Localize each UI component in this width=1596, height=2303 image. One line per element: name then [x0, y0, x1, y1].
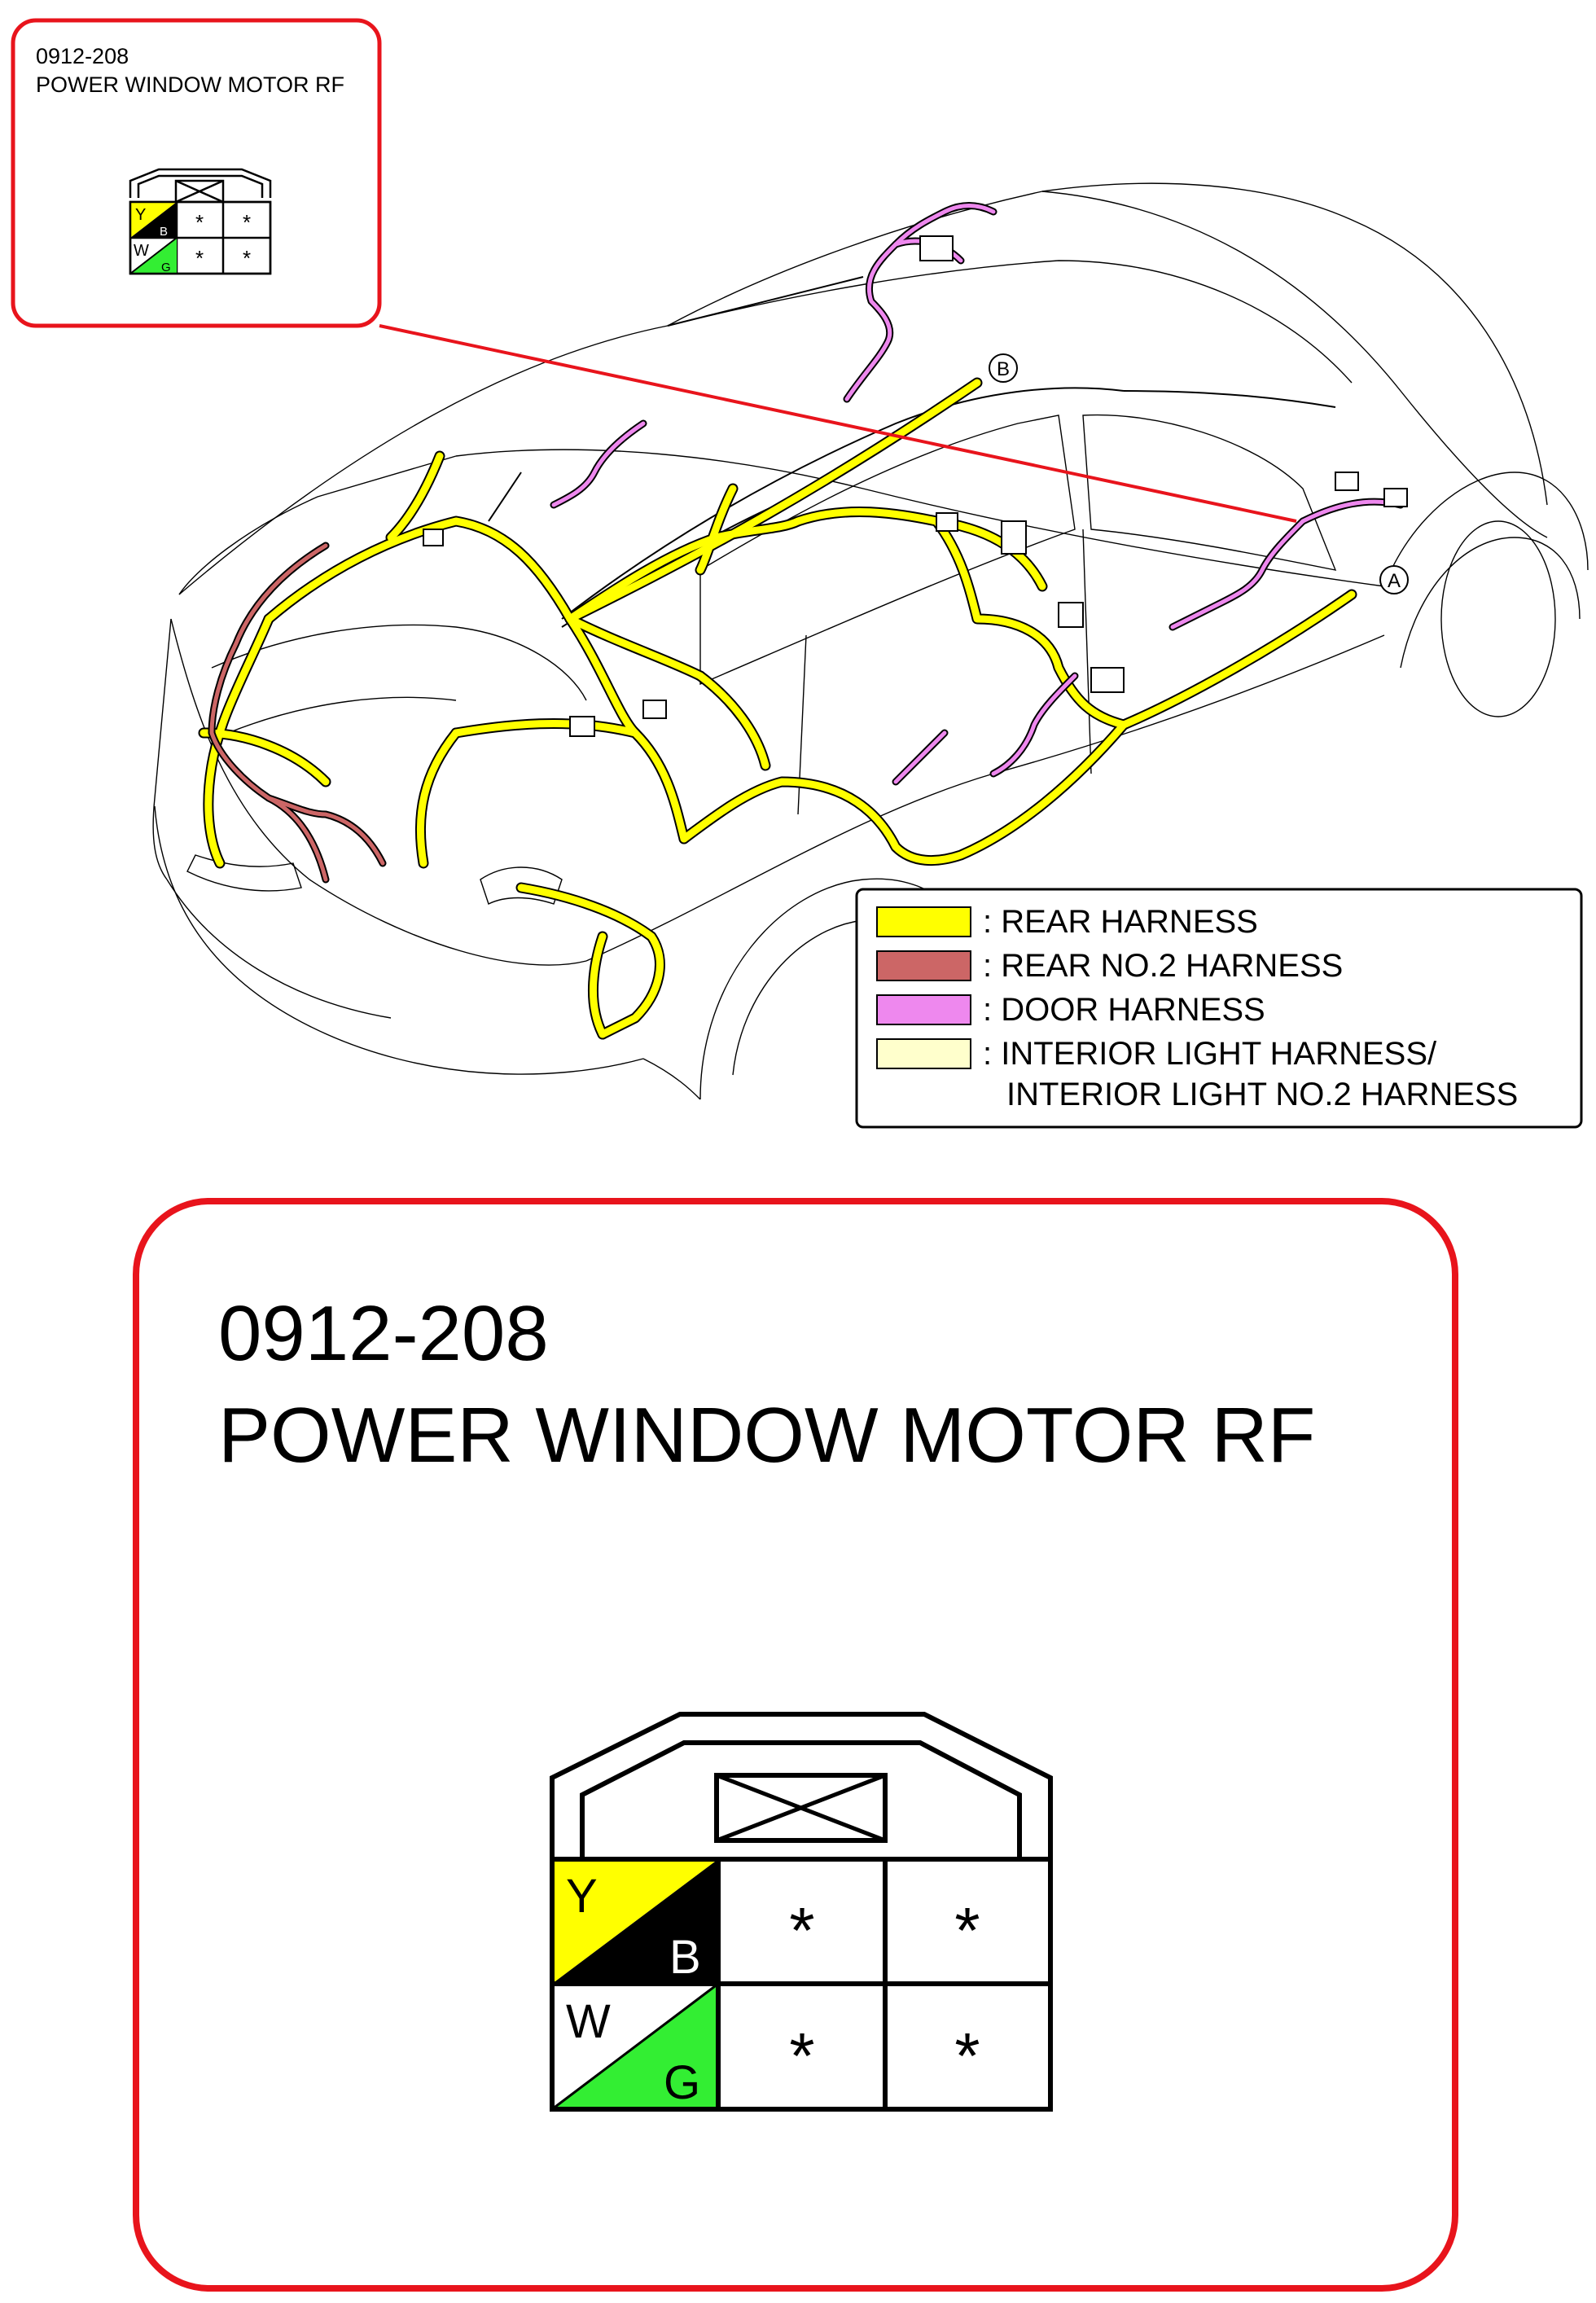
point-b: B	[989, 353, 1018, 383]
svg-text:: REAR HARNESS: : REAR HARNESS	[983, 904, 1258, 940]
svg-text:*: *	[195, 210, 204, 235]
connector-diagram: Y B W G * * * *	[550, 1712, 1053, 2112]
svg-text:A: A	[1388, 570, 1401, 592]
callout-large-name: POWER WINDOW MOTOR RF	[218, 1392, 1315, 1479]
svg-text:: DOOR HARNESS: : DOOR HARNESS	[983, 992, 1265, 1028]
svg-text:B: B	[160, 225, 168, 239]
legend-item-door-harness: : DOOR HARNESS	[876, 992, 1265, 1028]
callout-small: 0912-208 POWER WINDOW MOTOR RF Y B W G *…	[11, 18, 382, 328]
svg-text:*: *	[789, 2020, 814, 2092]
svg-text:*: *	[954, 1894, 980, 1967]
svg-text:B: B	[997, 358, 1010, 380]
pin-yellow-black: Y B	[552, 1859, 718, 1984]
legend-item-interior-light-harness: : INTERIOR LIGHT HARNESS/ INTERIOR LIGHT…	[876, 1036, 1518, 1112]
callout-small-name: POWER WINDOW MOTOR RF	[36, 72, 344, 97]
svg-text:G: G	[664, 2056, 700, 2109]
door-harness	[550, 202, 1405, 786]
rear-no2-harness	[208, 542, 387, 884]
svg-text:*: *	[195, 246, 204, 270]
legend-item-rear-harness: : REAR HARNESS	[876, 904, 1258, 940]
svg-text:Y: Y	[566, 1870, 598, 1923]
point-a: A	[1379, 565, 1409, 594]
svg-text:W: W	[566, 1995, 611, 2048]
harness-connectors	[423, 235, 1408, 737]
callout-small-code: 0912-208	[36, 44, 129, 68]
callout-leader-line	[379, 324, 1297, 523]
svg-text:: REAR NO.2 HARNESS: : REAR NO.2 HARNESS	[983, 948, 1343, 984]
svg-text:*: *	[954, 2020, 980, 2092]
callout-large-code: 0912-208	[218, 1290, 549, 1377]
rear-harness	[198, 377, 1357, 1040]
svg-text:*: *	[243, 246, 251, 270]
legend-item-rear-no2-harness: : REAR NO.2 HARNESS	[876, 948, 1343, 984]
svg-text:G: G	[161, 261, 171, 274]
svg-text:*: *	[789, 1894, 814, 1967]
callout-large: 0912-208 POWER WINDOW MOTOR RF Y B	[133, 1198, 1458, 2292]
pin-white-green: W G	[551, 1982, 719, 2111]
svg-text:Y: Y	[135, 206, 146, 224]
svg-text:B: B	[669, 1931, 701, 1984]
svg-text:INTERIOR LIGHT NO.2 HARNESS: INTERIOR LIGHT NO.2 HARNESS	[1006, 1077, 1518, 1112]
interior-light-harness	[488, 276, 1336, 628]
unused-pin-marks: * * * *	[789, 1894, 980, 2092]
svg-text:*: *	[243, 210, 251, 235]
svg-text:W: W	[134, 242, 149, 260]
legend: : REAR HARNESS : REAR NO.2 HARNESS : DOO…	[855, 888, 1583, 1129]
svg-text:: INTERIOR LIGHT HARNESS/: : INTERIOR LIGHT HARNESS/	[983, 1036, 1437, 1072]
